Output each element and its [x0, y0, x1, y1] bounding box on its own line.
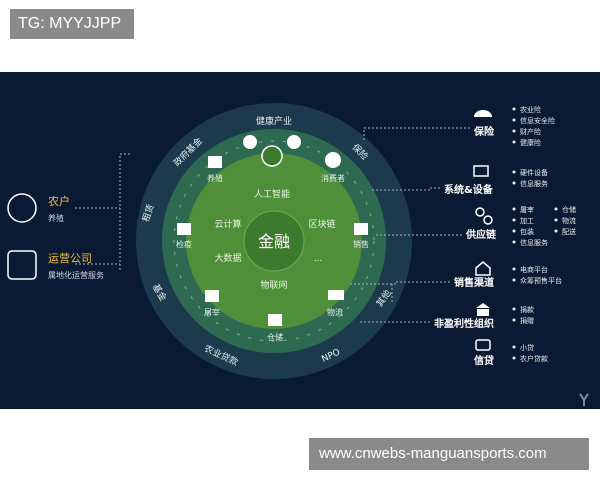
shop-icon: [475, 261, 491, 276]
middle-label-slaughter: 屠宰: [204, 307, 220, 317]
umbrella-icon: [474, 110, 492, 117]
middle-label-quarantine: 检疫: [176, 239, 192, 249]
sales-chart-icon: [354, 223, 368, 235]
slaughter-house-icon: [205, 290, 219, 302]
consumer-icon: [325, 152, 341, 168]
monitor-icon: [473, 165, 489, 177]
middle-label-logistics: 物流: [327, 307, 343, 317]
supply-item: 屠宰: [520, 205, 534, 214]
inner-label-ai: 人工智能: [254, 188, 290, 200]
right-title-sales: 销售渠道: [454, 276, 494, 289]
company-building-icon: [7, 250, 37, 280]
truck-icon: [328, 290, 344, 300]
brand-logo-icon: [579, 393, 589, 406]
supply-item: 信息服务: [520, 238, 548, 247]
credit-card-icon: [475, 339, 491, 351]
core-circle: [243, 210, 305, 272]
farmer-icon: [7, 193, 37, 223]
supply-item: 加工: [520, 216, 534, 225]
supply-item: 配送: [562, 227, 576, 236]
inner-label-more: ...: [314, 254, 323, 264]
supply-item: 物流: [562, 216, 576, 225]
tag-label: TG: MYYJJPP: [10, 9, 134, 39]
middle-label-warehouse: 仓储: [267, 332, 283, 342]
right-title-credit: 信贷: [474, 354, 494, 367]
npo-item: 捐赠: [520, 316, 534, 325]
middle-label-breeding: 养殖: [207, 173, 223, 183]
inner-label-blockchain: 区块链: [308, 218, 335, 230]
left-sub-farmer: 养殖: [48, 213, 64, 223]
warehouse-icon: [268, 314, 282, 326]
inner-label-bigdata: 大数据: [214, 252, 241, 264]
outer-label-health: 健康产业: [256, 115, 292, 127]
supply-item: 包装: [520, 227, 534, 236]
ecosystem-diagram: 金融 人工智能 区块链 ... 物联网 大数据 云计算 消费者 销售 物流 仓储…: [7, 103, 589, 406]
diagram-panel: 金融 人工智能 区块链 ... 物联网 大数据 云计算 消费者 销售 物流 仓储…: [0, 72, 600, 409]
sales-item: 众筹预售平台: [520, 276, 562, 285]
supply-item: 仓储: [562, 205, 576, 214]
middle-label-sales: 销售: [353, 239, 369, 249]
bullet-dots: [512, 107, 558, 360]
credit-item: 小贷: [520, 343, 534, 352]
insurance-item: 信息安全险: [520, 116, 555, 125]
inner-label-cloud: 云计算: [214, 218, 241, 230]
bank-icon: [476, 303, 490, 316]
inner-label-iot: 物联网: [260, 279, 287, 291]
health-icon-2: [287, 135, 301, 149]
middle-label-consumer: 消费者: [321, 173, 345, 183]
right-title-npo: 非盈利性组织: [434, 317, 494, 330]
quarantine-icon: [177, 223, 191, 235]
left-sub-company: 属地化运营服务: [48, 270, 104, 280]
left-title-company: 运营公司: [48, 251, 92, 265]
left-title-farmer: 农户: [48, 194, 70, 208]
chicken-icon: [261, 145, 283, 167]
insurance-item: 财产险: [520, 127, 541, 136]
npo-item: 捐款: [520, 305, 534, 314]
supply-chain-icon: [475, 207, 485, 217]
watermark-url: www.cnwebs-manguansports.com: [309, 438, 589, 470]
sales-item: 电商平台: [520, 265, 548, 274]
right-title-system: 系统&设备: [444, 183, 494, 196]
insurance-item: 健康险: [520, 138, 541, 147]
right-title-supply-chain: 供应链: [465, 228, 497, 241]
insurance-item: 农业险: [520, 105, 541, 114]
health-icon-1: [243, 135, 257, 149]
right-title-insurance: 保险: [473, 125, 495, 138]
credit-item: 农户贷款: [520, 354, 548, 363]
system-item: 信息服务: [520, 179, 548, 188]
breeding-icon: [208, 156, 222, 168]
system-item: 硬件设备: [520, 168, 548, 177]
center-label: 金融: [258, 232, 290, 251]
